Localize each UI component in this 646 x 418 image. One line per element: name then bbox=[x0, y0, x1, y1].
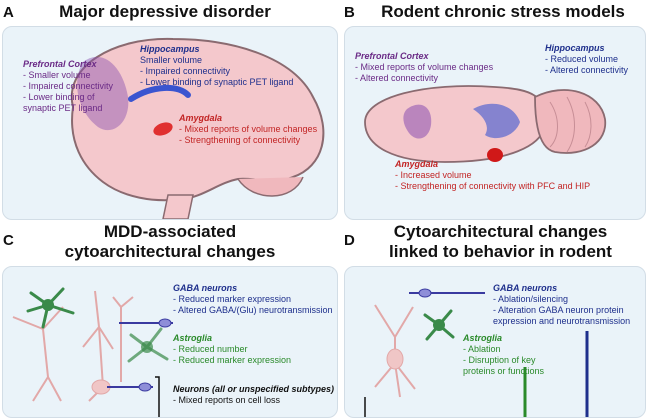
panel-a-box: Prefrontal Cortex - Smaller volume - Imp… bbox=[2, 26, 338, 220]
human-prefrontal-item: - Lower binding of bbox=[23, 92, 95, 102]
panel-b-box: Prefrontal Cortex - Mixed reports of vol… bbox=[344, 26, 646, 220]
rodent-gaba-item: - Ablation/silencing bbox=[493, 294, 569, 304]
human-amygdala-title: Amygdala bbox=[179, 113, 223, 123]
rodent-hippocampus-label: Hippocampus - Reduced volume - Altered c… bbox=[545, 43, 628, 76]
rodent-prefrontal-region bbox=[403, 104, 432, 139]
human-hippocampus-label: Hippocampus Smaller volume - Impaired co… bbox=[140, 44, 293, 88]
panel-d-title: Cytoarchitectural changes linked to beha… bbox=[355, 222, 646, 262]
rodent-astroglia-label: Astroglia - Ablation - Disruption of key… bbox=[463, 333, 544, 377]
rodent-amygdala-label: Amygdala - Increased volume - Strengthen… bbox=[395, 159, 590, 192]
panel-c-title-line2: cytoarchitectural changes bbox=[64, 242, 276, 261]
human-hippocampus-item: Smaller volume bbox=[140, 55, 203, 65]
human-hippocampus-item: - Impaired connectivity bbox=[140, 66, 231, 76]
rodent-prefrontal-item: - Mixed reports of volume changes bbox=[355, 62, 494, 72]
rodent-astrocyte-body bbox=[433, 319, 445, 331]
amygdala-region bbox=[153, 122, 173, 136]
panel-d-box: GABA neurons - Ablation/silencing - Alte… bbox=[344, 266, 646, 418]
human-hippocampus-item: - Lower binding of synaptic PET ligand bbox=[140, 77, 294, 87]
rodent-cerebellum-shape bbox=[534, 89, 607, 154]
panel-c-box: GABA neurons - Reduced marker expression… bbox=[2, 266, 338, 418]
mdd-astroglia-title: Astroglia bbox=[173, 333, 213, 343]
human-hippocampus-title: Hippocampus bbox=[140, 44, 200, 54]
human-brain-shape bbox=[70, 37, 325, 202]
rodent-gaba-title: GABA neurons bbox=[493, 283, 558, 293]
rodent-amygdala-item: - Increased volume bbox=[395, 170, 472, 180]
neuron-bracket bbox=[155, 376, 160, 417]
rodent-hippocampus-item: - Altered connectivity bbox=[545, 65, 629, 75]
human-prefrontal-label: Prefrontal Cortex - Smaller volume - Imp… bbox=[23, 59, 113, 114]
gaba-soma bbox=[158, 318, 172, 328]
mdd-gaba-item: - Altered GABA/(Glu) neurotransmission bbox=[173, 305, 333, 315]
panel-d-letter: D bbox=[344, 232, 355, 249]
rodent-gaba-item: - Alteration GABA neuron protein bbox=[493, 305, 624, 315]
mdd-astroglia-item: - Reduced marker expression bbox=[173, 355, 292, 365]
panel-c-title: MDD-associated cytoarchitectural changes bbox=[20, 222, 320, 262]
rodent-hippocampus-title: Hippocampus bbox=[545, 43, 605, 53]
panel-b-letter: B bbox=[344, 4, 355, 21]
rodent-brain-illustration bbox=[364, 85, 607, 163]
rodent-neuron-soma bbox=[386, 348, 404, 370]
panel-c-title-line1: MDD-associated bbox=[103, 222, 237, 241]
rodent-hippocampus-item: - Reduced volume bbox=[545, 54, 619, 64]
neuron-cluster bbox=[12, 290, 134, 402]
rodent-cerebellum-folds bbox=[549, 96, 592, 153]
mdd-neurons-title: Neurons (all or unspecified subtypes) bbox=[173, 384, 335, 394]
rodent-amygdala-item: - Strengthening of connectivity with PFC… bbox=[395, 181, 591, 191]
mdd-neurons-label: Neurons (all or unspecified subtypes) - … bbox=[173, 384, 334, 406]
rodent-astroglia-item: - Disruption of key bbox=[463, 355, 536, 365]
human-brain-illustration bbox=[70, 37, 325, 219]
rodent-amygdala-title: Amygdala bbox=[395, 159, 439, 169]
human-brainstem bbox=[162, 194, 194, 219]
rodent-amygdala-region bbox=[487, 148, 503, 162]
hippocampus-region bbox=[128, 84, 191, 102]
panel-c-letter: C bbox=[3, 232, 14, 249]
rodent-astroglia-title: Astroglia bbox=[463, 333, 503, 343]
mdd-astroglia-item: - Reduced number bbox=[173, 344, 248, 354]
rodent-hippocampus-region bbox=[473, 103, 520, 139]
human-prefrontal-item: - Smaller volume bbox=[23, 70, 91, 80]
rodent-prefrontal-title: Prefrontal Cortex bbox=[355, 51, 429, 61]
panel-b-title: Rodent chronic stress models bbox=[381, 2, 625, 21]
astrocyte-right-body bbox=[141, 341, 153, 353]
rodent-astroglia-item: proteins or functions bbox=[463, 366, 545, 376]
human-prefrontal-item: - Impaired connectivity bbox=[23, 81, 114, 91]
rodent-gaba-soma bbox=[418, 288, 432, 298]
panel-a-title: Major depressive disorder bbox=[59, 2, 271, 21]
mdd-cells-illustration bbox=[12, 287, 173, 417]
rodent-prefrontal-label: Prefrontal Cortex - Mixed reports of vol… bbox=[355, 51, 493, 84]
rodent-gaba-label: GABA neurons - Ablation/silencing - Alte… bbox=[493, 283, 630, 327]
panel-a-letter: A bbox=[3, 4, 14, 21]
gaba-soma-lower bbox=[138, 382, 152, 392]
mdd-gaba-title: GABA neurons bbox=[173, 283, 238, 293]
mdd-neurons-item: - Mixed reports on cell loss bbox=[173, 395, 281, 405]
human-prefrontal-title: Prefrontal Cortex bbox=[23, 59, 97, 69]
rodent-prefrontal-item: - Altered connectivity bbox=[355, 73, 439, 83]
rodent-gaba-item: expression and neurotransmission bbox=[493, 316, 631, 326]
astrocyte-left-body bbox=[42, 299, 54, 311]
human-amygdala-item: - Strengthening of connectivity bbox=[179, 135, 301, 145]
prefrontal-region bbox=[77, 56, 129, 131]
mdd-gaba-label: GABA neurons - Reduced marker expression… bbox=[173, 283, 333, 316]
rodent-astroglia-item: - Ablation bbox=[463, 344, 501, 354]
mdd-gaba-item: - Reduced marker expression bbox=[173, 294, 292, 304]
human-amygdala-label: Amygdala - Mixed reports of volume chang… bbox=[179, 113, 317, 146]
mdd-astroglia-label: Astroglia - Reduced number - Reduced mar… bbox=[173, 333, 291, 366]
human-cerebellum bbox=[237, 176, 304, 197]
human-prefrontal-item: synaptic PET ligand bbox=[23, 103, 103, 113]
panel-d-title-line2: linked to behavior in rodent bbox=[389, 242, 612, 261]
panel-d-title-line1: Cytoarchitectural changes bbox=[393, 222, 608, 241]
human-amygdala-item: - Mixed reports of volume changes bbox=[179, 124, 318, 134]
